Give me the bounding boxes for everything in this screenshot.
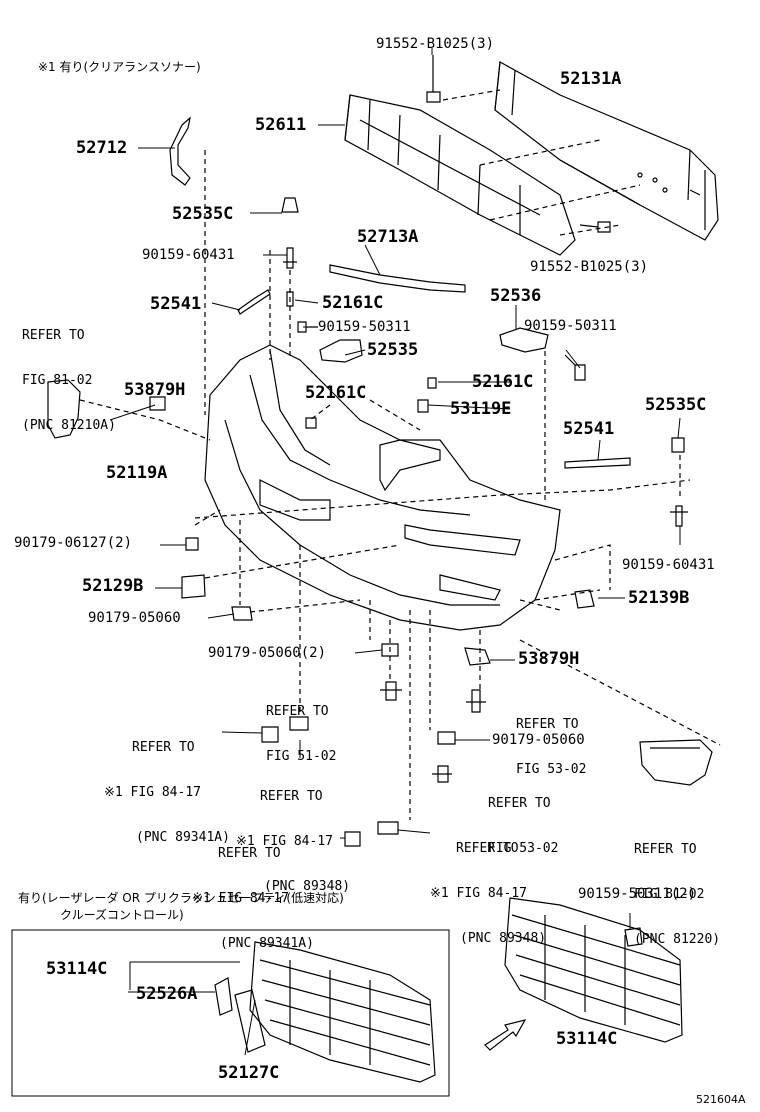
ref-line: FIG 81-02 — [634, 887, 705, 902]
clip-drawings-middle — [149, 354, 688, 847]
ref-line: ※1 FIG 84-17 — [430, 886, 527, 901]
part-52526a[interactable]: 52526A — [136, 984, 198, 1004]
ref-line: REFER TO — [634, 842, 697, 857]
ref-line: (PNC 89341A) — [220, 936, 314, 951]
ref-line: REFER TO — [22, 328, 85, 343]
part-52161c-right[interactable]: 52161C — [472, 372, 534, 392]
option-box — [11, 929, 450, 1097]
part-90179-05060-left[interactable]: 90179-05060 — [88, 610, 181, 626]
ref-line: REFER TO — [218, 846, 281, 861]
ref-fig-84-17-89348-lower[interactable]: REFER TO ※1 FIG 84-17 (PNC 89348) — [430, 811, 546, 976]
part-52129b[interactable]: 52129B — [82, 576, 144, 596]
part-52713a[interactable]: 52713A — [357, 227, 419, 247]
ref-fig-84-17-89348-upper[interactable]: REFER TO ※1 FIG 84-17 (PNC 89348) — [236, 759, 350, 924]
part-90159-60431-upper[interactable]: 90159-60431 — [142, 247, 235, 263]
ref-line: REFER TO — [132, 740, 195, 755]
ref-line: ※1 FIG 84-17 — [192, 891, 289, 906]
radiator-grille-left-drawing — [214, 941, 436, 1083]
ref-line: (PNC 89341A) — [136, 830, 230, 845]
label-leader-lines — [109, 48, 681, 1056]
part-90179-05060-center[interactable]: 90179-05060(2) — [208, 645, 327, 661]
ref-fig-53-02-lower[interactable]: REFER TO FIG 53-02 — [488, 766, 558, 886]
radiator-grille-right-drawing — [504, 897, 683, 1043]
ref-fig-53-02-upper[interactable]: REFER TO FIG 53-02 — [516, 687, 586, 807]
part-52712[interactable]: 52712 — [76, 138, 128, 158]
ref-line: (PNC 81210A) — [22, 418, 116, 433]
part-52161c-middle[interactable]: 52161C — [305, 383, 367, 403]
ref-line: REFER TO — [488, 796, 551, 811]
ref-line: REFER TO — [456, 841, 519, 856]
ref-fig-51-02[interactable]: REFER TO FIG 51-02 — [266, 674, 336, 794]
part-53879h-lower[interactable]: 53879H — [518, 649, 580, 669]
arrow-icon — [484, 1019, 527, 1051]
bumper-cover-drawing — [204, 344, 561, 631]
part-90179-05060-right[interactable]: 90179-05060 — [492, 732, 585, 748]
bumper-reinforcement-drawing — [494, 61, 719, 241]
part-52541-right[interactable]: 52541 — [563, 419, 615, 439]
illustration-code: 521604A — [696, 1093, 746, 1106]
strip-52541-left-drawing — [237, 289, 271, 315]
part-90159-60431-lower[interactable]: 90159-60431 — [622, 557, 715, 573]
part-53114c-left[interactable]: 53114C — [46, 959, 108, 979]
leader-lines-top — [204, 89, 641, 415]
part-90159-50311-grille[interactable]: 90159-50311(2) — [578, 886, 697, 902]
ref-line: FIG 53-02 — [516, 762, 587, 777]
leader-lines-middle — [79, 350, 721, 820]
ref-line: (PNC 89348) — [460, 931, 547, 946]
part-52119a[interactable]: 52119A — [106, 463, 168, 483]
ref-line: FIG 51-02 — [266, 749, 337, 764]
part-52161c-upper[interactable]: 52161C — [322, 293, 384, 313]
part-90159-50311-left[interactable]: 90159-50311 — [318, 319, 411, 335]
part-52541-left[interactable]: 52541 — [150, 294, 202, 314]
ref-fig-81-02-81210a[interactable]: REFER TO FIG 81-02 (PNC 81210A) — [22, 298, 116, 463]
ref-fig-84-17-89341a-lower[interactable]: REFER TO ※1 FIG 84-17 (PNC 89341A) — [192, 816, 314, 981]
ref-line: ※1 FIG 84-17 — [236, 834, 333, 849]
ref-line: (PNC 81220) — [634, 932, 721, 947]
part-90179-06127[interactable]: 90179-06127(2) — [14, 535, 133, 551]
part-90159-50311-right[interactable]: 90159-50311 — [524, 318, 617, 334]
part-53879h-upper[interactable]: 53879H — [124, 380, 186, 400]
ref-fig-84-17-89341a-upper[interactable]: REFER TO ※1 FIG 84-17 (PNC 89341A) — [104, 710, 230, 875]
ref-line: (PNC 89348) — [264, 879, 351, 894]
ref-line: REFER TO — [516, 717, 579, 732]
ref-line: REFER TO — [260, 789, 323, 804]
part-53114c-right[interactable]: 53114C — [556, 1029, 618, 1049]
ref-fig-81-02-81220[interactable]: REFER TO FIG 81-02 (PNC 81220) — [634, 812, 720, 977]
part-52611[interactable]: 52611 — [255, 115, 307, 135]
bracket-52712-drawing — [169, 116, 191, 186]
part-91552-b1025-top[interactable]: 91552-B1025(3) — [376, 36, 495, 52]
note-option-line2: クルーズコントロール) — [60, 908, 184, 922]
part-52535[interactable]: 52535 — [367, 340, 419, 360]
part-52131a[interactable]: 52131A — [560, 69, 622, 89]
ref-line: REFER TO — [266, 704, 329, 719]
strip-52541-right-drawing — [564, 457, 631, 469]
ref-line: ※1 FIG 84-17 — [104, 785, 201, 800]
part-52535c-upper[interactable]: 52535C — [172, 204, 234, 224]
retainer-52535-drawing — [319, 339, 363, 363]
molding-52713a-drawing — [329, 264, 466, 293]
note-option-line1: 有り(レーザレーダ OR プリクラッシュセーフティ(低速対応) — [18, 891, 344, 905]
ref-line: FIG 53-02 — [488, 841, 559, 856]
part-53119e[interactable]: 53119E — [450, 399, 512, 419]
part-91552-b1025-bottom[interactable]: 91552-B1025(3) — [530, 259, 649, 275]
ref-line: FIG 81-02 — [22, 373, 93, 388]
part-52535c-lower[interactable]: 52535C — [645, 395, 707, 415]
note-clearance-sonar: ※1 有り(クリアランスソナー) — [38, 60, 201, 74]
retainer-52536-drawing — [499, 327, 549, 353]
fog-lamp-left-drawing — [47, 379, 81, 439]
part-52536[interactable]: 52536 — [490, 286, 542, 306]
energy-absorber-drawing — [344, 94, 576, 256]
fog-lamp-right-drawing — [639, 739, 713, 786]
part-52139b[interactable]: 52139B — [628, 588, 690, 608]
part-52127c[interactable]: 52127C — [218, 1063, 280, 1083]
